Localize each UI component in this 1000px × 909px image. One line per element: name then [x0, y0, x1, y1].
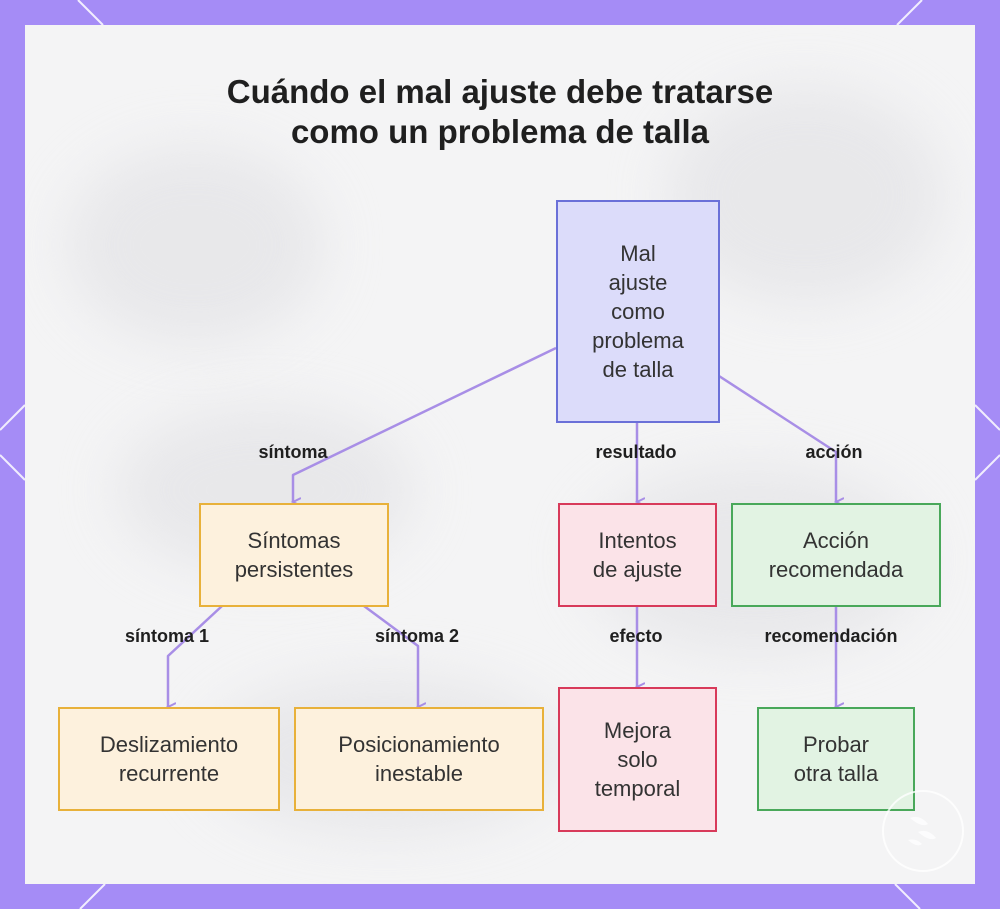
node-line: Mal: [620, 241, 656, 266]
edge-label-accion: acción: [805, 442, 863, 462]
diagram-title: Cuándo el mal ajuste debe tratarse como …: [0, 72, 1000, 152]
edge-label-resultado: resultado: [595, 442, 677, 462]
node-accion-recomendada: Acción recomendada: [731, 503, 941, 607]
edge-label-sintoma: síntoma: [258, 442, 328, 462]
node-line: solo: [617, 747, 658, 772]
node-line: problema: [592, 328, 684, 353]
edge-label-efecto: efecto: [609, 626, 663, 646]
node-line: Probar: [802, 732, 870, 757]
edge-label-recomendacion: recomendación: [764, 626, 898, 646]
node-line: Posicionamiento: [338, 732, 500, 757]
node-deslizamiento-recurrente: Deslizamiento recurrente: [58, 707, 280, 811]
edge-label-sintoma-1: síntoma 1: [124, 626, 210, 646]
node-probar-otra-talla: Probar otra talla: [757, 707, 915, 811]
node-sintomas-persistentes: Síntomas persistentes: [199, 503, 389, 607]
node-line: Acción: [802, 528, 870, 553]
node-line: Deslizamiento: [99, 732, 239, 757]
edge-sintomas-posicionamiento: [363, 604, 418, 707]
node-posicionamiento-inestable: Posicionamiento inestable: [294, 707, 544, 811]
node-line: ajuste: [608, 270, 668, 295]
node-line: otra talla: [793, 761, 879, 786]
title-line-2: como un problema de talla: [290, 113, 710, 150]
node-mejora-solo-temporal: Mejora solo temporal: [558, 687, 717, 832]
edge-label-sintoma-2: síntoma 2: [374, 626, 460, 646]
node-line: temporal: [594, 776, 681, 801]
watermark-logo-icon: [882, 790, 964, 872]
node-line: Síntomas: [247, 528, 341, 553]
node-line: recurrente: [118, 761, 220, 786]
edge-sintomas-deslizamiento: [168, 605, 223, 707]
node-line: inestable: [374, 761, 464, 786]
node-line: Intentos: [598, 528, 677, 553]
edge-root-sintomas: [293, 346, 557, 502]
node-mal-ajuste: Mal ajuste como problema de talla: [556, 200, 720, 423]
node-line: de talla: [602, 357, 674, 382]
node-line: como: [611, 299, 665, 324]
node-line: de ajuste: [592, 557, 683, 582]
node-line: recomendada: [768, 557, 904, 582]
node-intentos-de-ajuste: Intentos de ajuste: [558, 503, 717, 607]
title-line-1: Cuándo el mal ajuste debe tratarse: [226, 73, 774, 110]
node-line: persistentes: [234, 557, 354, 582]
edge-root-accion: [718, 374, 836, 502]
node-line: Mejora: [603, 718, 672, 743]
